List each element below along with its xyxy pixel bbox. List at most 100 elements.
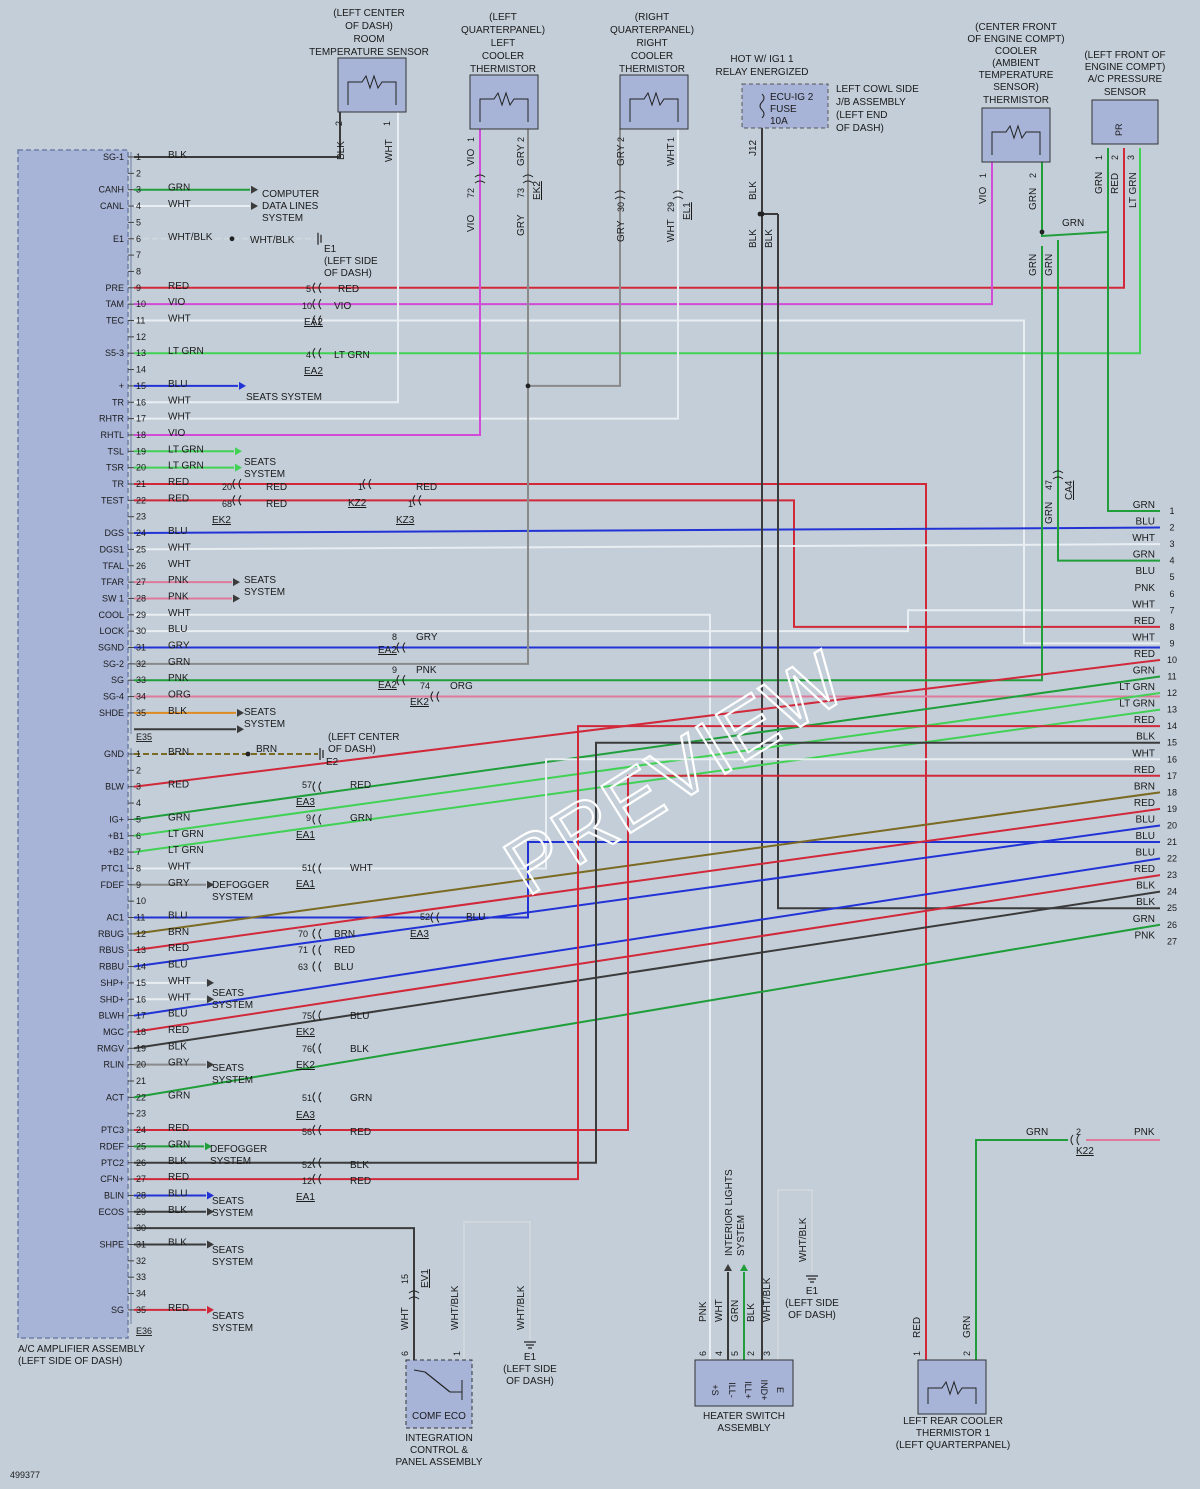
wire-color-label: BRN — [168, 747, 189, 758]
wire-color-label: RED — [168, 477, 189, 488]
terminal-label: TR — [112, 479, 124, 489]
seats-system-label: SYSTEM — [212, 1000, 253, 1011]
wire-color-label: RED — [168, 1025, 189, 1036]
vertical-wire-label: BLK — [764, 229, 775, 248]
wire-color-label: RED — [168, 1303, 189, 1314]
terminal-label: AC1 — [106, 913, 124, 923]
pin-number: 33 — [136, 1272, 146, 1282]
wire-pr-grn — [1107, 148, 1160, 512]
terminal-label: BLWH — [99, 1011, 124, 1021]
wire-color-label: PNK — [168, 673, 189, 684]
heater-pin-s: +S — [710, 1384, 720, 1395]
vertical-pin-number: 47 — [1044, 480, 1054, 490]
inline-wire-label: BLK — [350, 1044, 369, 1055]
wire-tr-room — [134, 112, 399, 404]
terminal-label: E1 — [113, 234, 124, 244]
jb-line-4: OF DASH) — [836, 123, 884, 134]
pin-number: 22 — [136, 495, 146, 505]
jb-line-2: J/B ASSEMBLY — [836, 97, 906, 108]
terminal-label: RMGV — [97, 1043, 124, 1053]
wire-color-label: BLU — [168, 624, 187, 635]
defogger-system-label: DEFOGGER — [210, 1144, 267, 1155]
connector-ca4: CA4 — [1064, 480, 1075, 500]
right-wire-color: BLK — [1136, 881, 1155, 892]
wire-color-label: BLK — [168, 706, 187, 717]
junction-wire-label: GRN — [1062, 218, 1084, 229]
wire-amb-grn-4 — [1057, 240, 1160, 562]
pin-number: 16 — [136, 397, 146, 407]
wire-color-label: GRN — [168, 1090, 190, 1101]
seats-system-label: SEATS — [244, 457, 276, 468]
arrow — [239, 381, 246, 390]
seats-system-label: SYSTEM — [212, 1257, 253, 1268]
inline-connector — [312, 1010, 322, 1021]
rear-line-3: (LEFT QUARTERPANEL) — [896, 1440, 1010, 1451]
rear-grn-label: GRN — [1026, 1127, 1048, 1138]
wire-color-label: GRN — [168, 1139, 190, 1150]
wire-dgs1 — [133, 543, 1161, 551]
terminal-label: TEST — [101, 495, 125, 505]
wire-color-label: BLK — [168, 150, 187, 161]
inline-wire-label: RED — [266, 499, 287, 510]
wire-color-label: RED — [168, 281, 189, 292]
wire-s53 — [134, 148, 1141, 355]
vertical-wire-label: RED — [912, 1317, 923, 1338]
arrow — [233, 578, 240, 587]
pin-number: 24 — [136, 1125, 146, 1135]
inline-wire-label: BLK — [350, 1160, 369, 1171]
wire-color-label: WHT — [168, 976, 191, 987]
right-wire-color: WHT — [1132, 748, 1155, 759]
right-terminal-number: 15 — [1167, 738, 1177, 748]
vertical-wire-label: WHT — [384, 139, 395, 162]
comf-eco-label: COMF ECO — [412, 1411, 466, 1422]
terminal-label: CFN+ — [100, 1174, 124, 1184]
inline-connector — [312, 347, 322, 359]
connector-ev1: EV1 — [420, 1269, 431, 1288]
vertical-pin-number: 1 — [452, 1351, 462, 1356]
pin-number: 9 — [136, 283, 141, 293]
inline-pin-number: 74 — [420, 681, 430, 691]
inline-connector — [522, 174, 534, 184]
wire-color-label: RED — [168, 493, 189, 504]
vertical-wire-label: WHT — [400, 1307, 411, 1330]
vertical-wire-label: GRY — [616, 220, 627, 242]
inline-connector — [232, 478, 242, 490]
pin-number: 7 — [136, 250, 141, 260]
right-terminal-number: 17 — [1167, 771, 1177, 781]
pin-number: 22 — [136, 1092, 146, 1102]
right-terminal-number: 1 — [1169, 506, 1174, 516]
right-wire-color: WHT — [1132, 599, 1155, 610]
connector-ek2: EK2 — [296, 1060, 315, 1071]
wire-color-label: LT GRN — [168, 444, 204, 455]
gnd-e1-a-1: E1 — [524, 1352, 537, 1363]
wire-pre — [134, 148, 1125, 289]
connector-ek2: EK2 — [212, 515, 231, 526]
connector-ea3: EA3 — [410, 929, 429, 940]
terminal-label: RBUS — [99, 945, 124, 955]
pin-number: 5 — [136, 217, 141, 227]
wire-color-label: BLU — [168, 379, 187, 390]
connector-ea1: EA1 — [296, 830, 315, 841]
amp-caption-2: (LEFT SIDE OF DASH) — [18, 1356, 122, 1367]
inline-connector — [408, 1290, 420, 1300]
vertical-wire-label: WHT/BLK — [450, 1285, 461, 1330]
pin-number: 12 — [136, 332, 146, 342]
seats-system-label: SYSTEM — [212, 1075, 253, 1086]
wire-color-label: GRN — [168, 183, 190, 194]
wire-color-label: BLU — [168, 1188, 187, 1199]
connector-ea3: EA3 — [296, 1110, 315, 1121]
inline-pin-number: 1 — [408, 499, 413, 509]
ambient-line-5: TEMPERATURE — [979, 70, 1054, 81]
vertical-pin-number: 1 — [978, 173, 988, 178]
connector-layer — [205, 174, 1080, 1349]
inline-connector — [312, 1124, 322, 1136]
heater-pin-ind: IND+ — [759, 1380, 769, 1401]
rear-line-1: LEFT REAR COOLER — [903, 1416, 1003, 1427]
wire-color-label: GRY — [168, 878, 190, 889]
wires-layer — [133, 112, 1161, 1360]
pin-number: 14 — [136, 962, 146, 972]
ambient-line-6: SENSOR) — [993, 82, 1039, 93]
arrow — [740, 1264, 748, 1271]
arrow — [237, 708, 244, 717]
inline-connector — [396, 642, 406, 653]
